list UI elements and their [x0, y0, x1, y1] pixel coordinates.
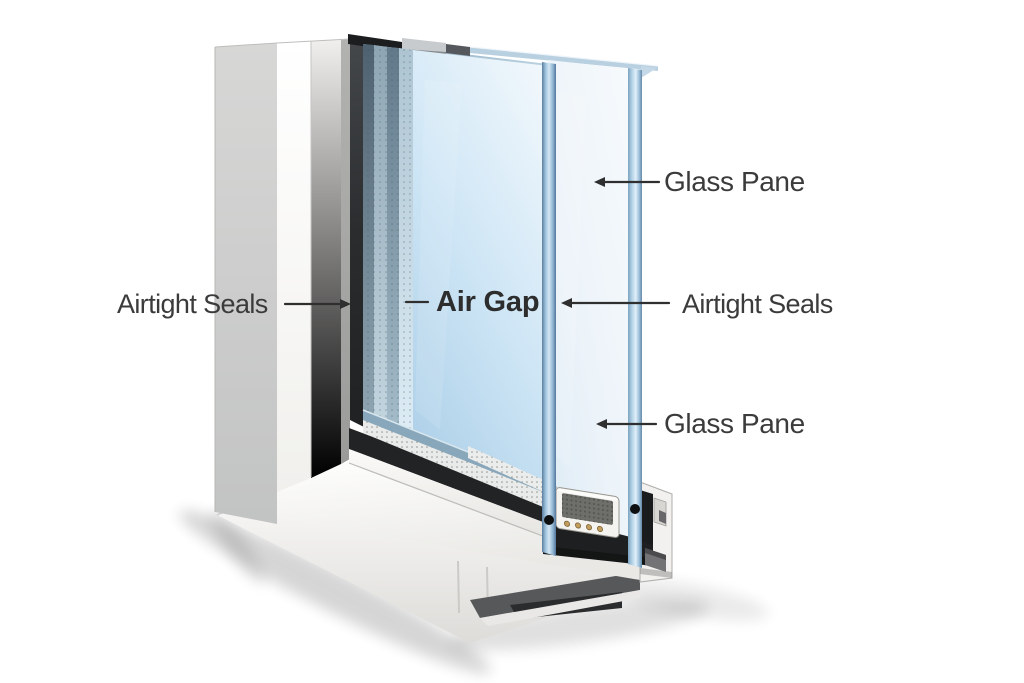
label-text: Airtight Seals [682, 289, 833, 319]
label-air-gap: Air Gap [436, 286, 540, 318]
arrow-glass-pane-bottom [596, 419, 658, 429]
floor-shadow [178, 510, 769, 674]
glazing-unit [348, 34, 659, 556]
jamb-front-face [277, 41, 311, 492]
glass-sheen-inner [415, 80, 462, 430]
jamb-rebate [341, 39, 350, 464]
bottom-edge-assembly [348, 409, 549, 539]
outer-pane-top-corner [641, 66, 657, 78]
glass-sheen-outer [550, 92, 586, 468]
glass-pane-outer-surface [548, 60, 641, 556]
label-text: Air Gap [436, 286, 540, 318]
annotation-arrows [283, 177, 671, 429]
label-glass-pane-top: Glass Pane [664, 168, 805, 196]
cut-face-channel-dark [659, 510, 666, 524]
arrow-glass-pane-top [594, 177, 661, 187]
top-metal-clip [402, 38, 446, 53]
airtight-seal-left [350, 37, 366, 428]
glass-pane-outer-edge [628, 68, 642, 568]
cut-face-bottom-strip [640, 568, 672, 578]
outer-pane-plug [630, 504, 640, 514]
glass-speckle-texture [363, 44, 413, 434]
glazing-bead-bottom [349, 449, 548, 538]
arrow-airtight-seals-right [561, 298, 671, 308]
glass-pane-edges [542, 62, 642, 568]
sill-cut-face-details [640, 497, 672, 578]
label-glass-pane-bottom: Glass Pane [664, 410, 805, 438]
window-frame-jamb [214, 38, 351, 524]
spacer-bar [468, 446, 620, 538]
outer-pane-top-edge [470, 47, 658, 71]
arrow-airtight-seals-left [283, 299, 351, 309]
glass-pane-inner-edge [542, 62, 556, 556]
label-airtight-seals-left: Airtight Seals [117, 290, 268, 318]
sill-foot [480, 590, 640, 626]
spacer-perforations [562, 493, 613, 525]
jamb-outer-face [215, 43, 277, 524]
top-clip-dark [446, 44, 470, 56]
spacer-through-glass-dots [363, 418, 548, 509]
label-text: Airtight Seals [117, 289, 268, 319]
label-text: Glass Pane [664, 166, 805, 197]
label-text: Glass Pane [664, 408, 805, 439]
inner-pane-plug [544, 515, 554, 525]
label-airtight-seals-right: Airtight Seals [682, 290, 833, 318]
bottom-gasket-band [349, 428, 548, 524]
desiccant-beads [563, 520, 604, 533]
glazing-bead [311, 40, 341, 478]
